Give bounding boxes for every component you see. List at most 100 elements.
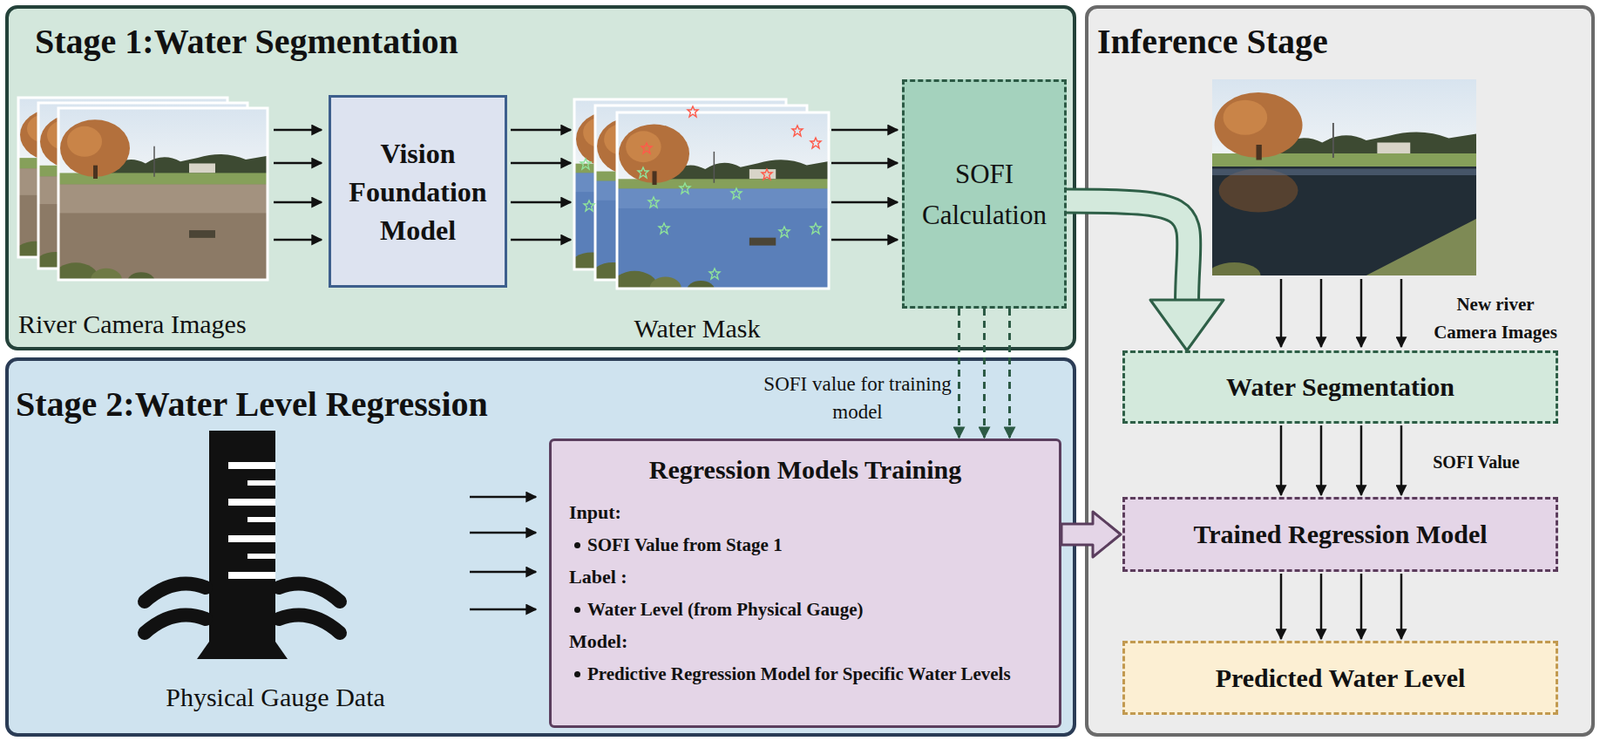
illustration-part (731, 188, 742, 199)
connector (1281, 425, 1402, 495)
flow-arrow (1360, 425, 1363, 495)
illustration-part (273, 128, 322, 132)
node-heading: Water Segmentation (1226, 371, 1455, 403)
illustration-part (1360, 278, 1363, 347)
illustration-part (144, 583, 340, 633)
illustration-part (779, 226, 790, 238)
illustration-part (469, 495, 536, 499)
illustration-part (273, 201, 322, 204)
node-heading: Trained Regression Model (1193, 518, 1487, 550)
illustration-part (831, 128, 898, 132)
illustration-part (611, 112, 829, 303)
illustration-part (810, 223, 821, 234)
dashed-arrow (983, 308, 986, 438)
process-box: Trained Regression Model (1122, 496, 1559, 572)
process-box: SOFI Calculation (901, 79, 1067, 309)
node-text: Predictive Regression Model for Specific… (569, 660, 1042, 687)
connector (1281, 573, 1402, 639)
water-mask-images (569, 99, 829, 303)
new-camera-image (1207, 79, 1477, 289)
node-heading: Predicted Water Level (1215, 662, 1466, 694)
node-text: Model: (569, 628, 1042, 655)
connector-layer (959, 201, 1403, 640)
illustration-part (1320, 278, 1323, 347)
illustration-part (278, 615, 340, 633)
illustration-part (595, 105, 807, 280)
block-arrow (1061, 511, 1121, 557)
connector (959, 308, 1011, 438)
connector (1061, 511, 1121, 557)
flow-arrow (1280, 573, 1283, 639)
illustration-part (510, 238, 571, 242)
illustration-part (589, 105, 807, 294)
illustration-part (831, 162, 898, 165)
illustration-part (144, 615, 206, 633)
node-text: Label : (569, 563, 1042, 590)
flow-arrow (1280, 425, 1283, 495)
process-box: Vision Foundation Model (328, 94, 508, 288)
node-heading: SOFI Calculation (909, 153, 1059, 236)
node-heading: Stage 1:Water Segmentation (34, 21, 459, 62)
flow-arrow (1400, 425, 1404, 495)
illustration-part (583, 200, 595, 211)
image-caption: Physical Gauge Data (144, 679, 407, 715)
flow-arrow (1360, 573, 1363, 639)
illustration-part (247, 480, 276, 486)
illustration-part (641, 142, 652, 154)
gauge-icon (144, 430, 340, 659)
node-text: SOFI Value from Stage 1 (569, 531, 1042, 558)
illustration-part (228, 535, 276, 543)
illustration-part (18, 97, 228, 258)
illustration-part (469, 531, 536, 535)
illustration-part (228, 461, 276, 469)
illustration-part (33, 102, 248, 282)
node-heading: Vision Foundation Model (336, 134, 500, 250)
node-heading: Regression Models Training (569, 452, 1042, 488)
illustration-part (469, 608, 536, 611)
stage-panel: Inference StageWater SegmentationTrained… (1084, 5, 1595, 737)
output-box: Predicted Water Level (1122, 640, 1559, 715)
illustration-part (278, 583, 340, 602)
illustration-part (228, 498, 276, 506)
illustration-part (709, 268, 720, 279)
illustration-part (637, 167, 649, 178)
flow-arrows (273, 129, 1402, 610)
process-box: Regression Models TrainingInput:SOFI Val… (549, 438, 1062, 728)
process-box: Water Segmentation (1122, 350, 1559, 424)
illustration-part (574, 99, 787, 270)
illustration-part (648, 196, 659, 208)
illustration-part (469, 570, 536, 574)
illustration-part (641, 106, 821, 180)
illustration-part (247, 516, 276, 523)
node-text: Water Level (from Physical Gauge) (569, 596, 1042, 623)
illustration-part (209, 430, 276, 649)
image-caption: River Camera Images (18, 306, 306, 342)
illustration-part (580, 158, 821, 279)
stage-panel: Stage 1:Water SegmentationVision Foundat… (5, 5, 1077, 351)
illustration-part (18, 97, 228, 258)
river-camera-images (13, 97, 268, 293)
curved-arrow-body (1066, 201, 1189, 305)
flow-arrow (1320, 425, 1323, 495)
illustration-part (1280, 278, 1283, 347)
illustration-part (247, 553, 276, 559)
illustration-part (510, 128, 571, 132)
illustration-part (679, 183, 691, 194)
illustration-part (228, 571, 276, 579)
illustration-part (658, 223, 670, 234)
edge-label: SOFI value for training model (761, 370, 954, 427)
illustration-part (53, 108, 268, 293)
flow-arrow (1320, 573, 1323, 639)
illustration-part (569, 99, 787, 283)
flow-arrow (1400, 573, 1404, 639)
node-heading: Inference Stage (1097, 21, 1329, 62)
image-caption: Water Mask (610, 311, 785, 346)
illustration-part (792, 125, 803, 136)
illustration-part (510, 162, 571, 165)
illustration-part (144, 583, 206, 602)
illustration-part (831, 201, 898, 204)
node-heading: Stage 2:Water Level Regression (15, 384, 489, 425)
edge-label: SOFI Value (1423, 449, 1529, 475)
input-note: New river Camera Images (1425, 290, 1566, 346)
